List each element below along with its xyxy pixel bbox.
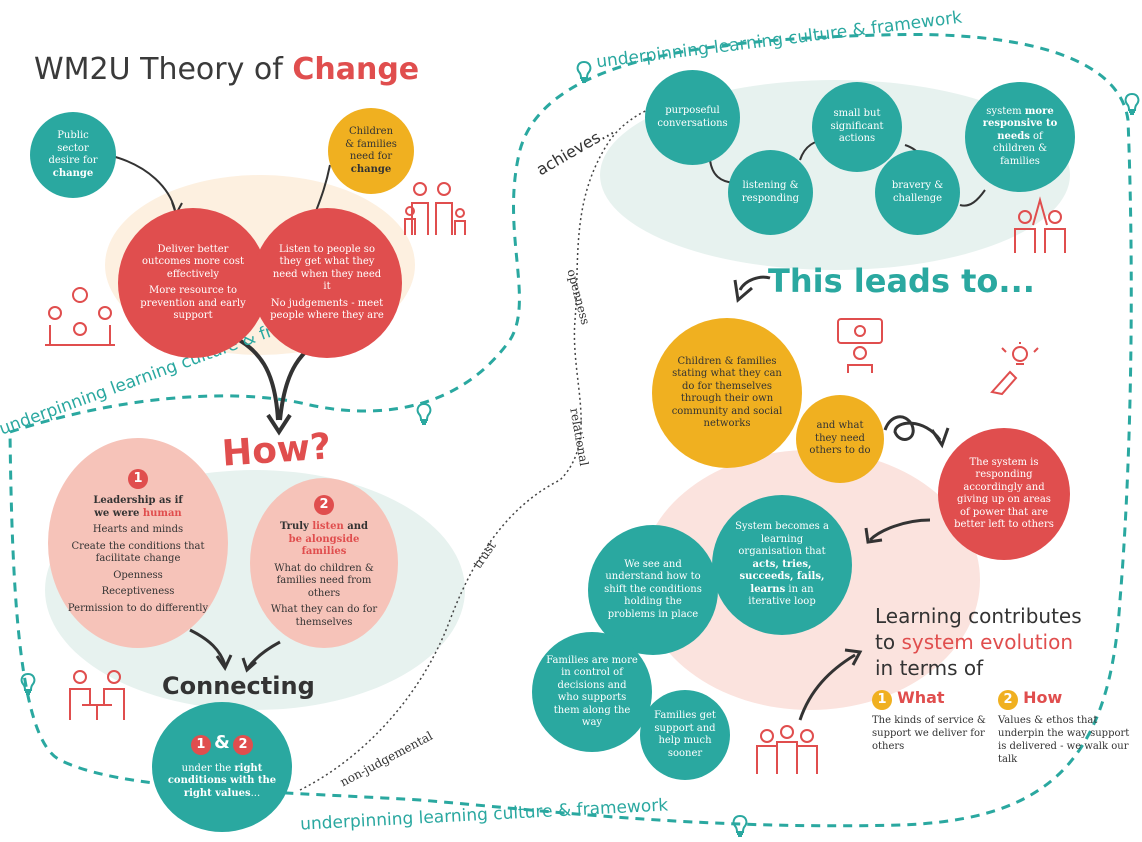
lightbulb-icon (732, 814, 748, 837)
purposeful-conversations-circle: purposeful conversations (645, 70, 740, 165)
family-icon (404, 182, 466, 235)
idea-hand-icon (990, 342, 1039, 396)
number-two-badge: 2 (314, 495, 334, 515)
leads-to-title: This leads to... (768, 262, 1035, 300)
outcome-right-circle: Listen to people so they get what they n… (252, 208, 402, 358)
celebration-icon (1014, 196, 1066, 253)
learning-what: 1 What The kinds of service & support we… (872, 688, 986, 752)
listening-responding-circle: listening & responding (728, 150, 813, 235)
page-title: WM2U Theory of Change (34, 52, 420, 87)
group-meeting-icon (45, 287, 115, 346)
small-actions-circle: small but significant actions (812, 82, 902, 172)
team-icon (756, 725, 818, 774)
system-responsive-circle: system more responsive to needs of child… (965, 82, 1075, 192)
learning-heading: Learning contributes to system evolution… (875, 604, 1082, 680)
people-table-icon (69, 670, 125, 720)
families-control-circle: Families are more in control of decision… (532, 632, 652, 752)
connecting-number-one: 1 (190, 734, 211, 755)
shift-conditions-circle: We see and understand how to shift the c… (588, 525, 718, 655)
bravery-challenge-circle: bravery & challenge (875, 150, 960, 235)
learning-how: 2 How Values & ethos that underpin the w… (998, 688, 1130, 765)
connecting-title: Connecting (162, 672, 315, 700)
lightbulb-icon (1124, 92, 1140, 115)
connecting-number-two: 2 (233, 734, 254, 755)
children-families-circle: Children & families need for change (328, 108, 414, 194)
connecting-circle: 1 & 2 under the right conditions with th… (152, 702, 292, 832)
person-screen-icon (837, 318, 883, 373)
lightbulb-icon (416, 402, 432, 425)
outcome-left-circle: Deliver better outcomes more cost effect… (118, 208, 268, 358)
lightbulb-icon (20, 672, 36, 695)
children-stating-circle: Children & families stating what they ca… (652, 318, 802, 468)
how-title: How? (220, 426, 333, 475)
families-support-circle: Families get support and help much soone… (640, 690, 730, 780)
learning-organisation-circle: System becomes a learning organisation t… (712, 495, 852, 635)
public-sector-circle: Public sector desire for change (30, 112, 116, 198)
what-they-need-circle: and what they need others to do (796, 395, 884, 483)
lightbulb-icon (576, 60, 592, 83)
what-number-badge: 1 (872, 690, 892, 710)
system-responding-circle: The system is responding accordingly and… (938, 428, 1070, 560)
number-one-badge: 1 (128, 469, 148, 489)
how-number-badge: 2 (998, 690, 1018, 710)
